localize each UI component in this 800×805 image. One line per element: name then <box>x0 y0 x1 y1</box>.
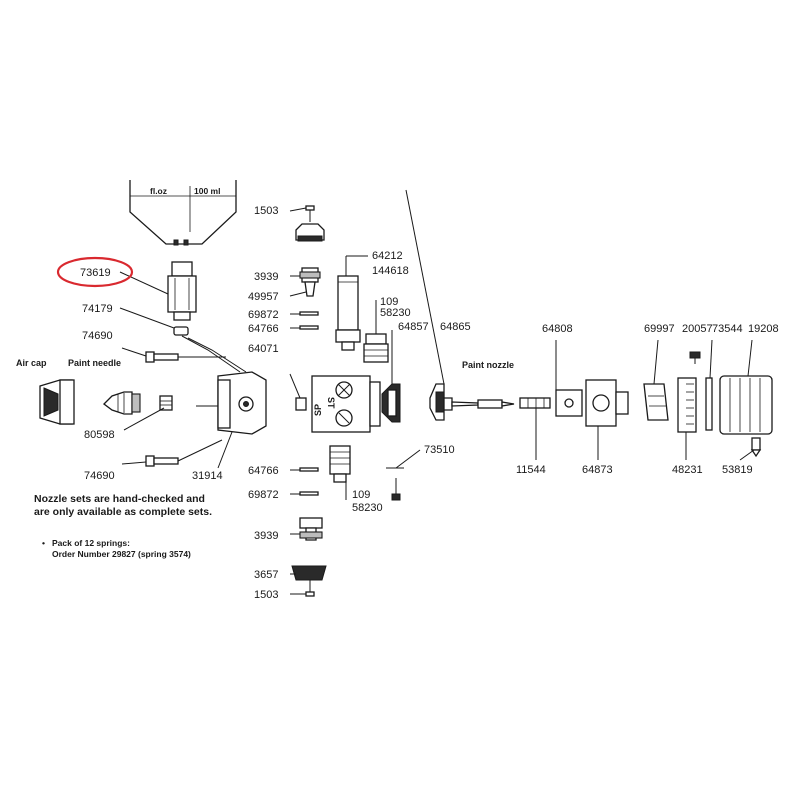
label-20057: 20057 <box>682 323 713 335</box>
label-64212: 64212 <box>372 250 403 262</box>
label-31914: 31914 <box>192 470 223 482</box>
note-bullet: • <box>42 538 45 548</box>
label-49957: 49957 <box>248 291 279 303</box>
label-1503-bottom: 1503 <box>254 589 278 601</box>
label-73510: 73510 <box>424 444 455 456</box>
part-80598-nut <box>159 395 173 411</box>
highlight-ellipse <box>56 256 134 288</box>
label-74690-bottom: 74690 <box>84 470 115 482</box>
part-31914-bracket <box>217 371 267 435</box>
caption-paint-needle: Paint needle <box>68 358 121 368</box>
part-number-labels: 73619 74179 74690 80598 74690 31914 1503… <box>80 205 779 601</box>
label-64766-top: 64766 <box>248 323 279 335</box>
label-3657: 3657 <box>254 569 278 581</box>
part-74690-top-screw <box>145 351 226 363</box>
leader-lines <box>119 189 755 595</box>
part-53819-pin <box>750 437 762 458</box>
label-64808: 64808 <box>542 323 573 335</box>
part-19208-adjuster-knob <box>719 375 773 435</box>
cup-ml-mark: 100 ml <box>194 186 220 196</box>
note-nozzle-sets-line1: Nozzle sets are hand-checked and <box>34 493 205 505</box>
part-73510-screw <box>386 467 404 501</box>
caption-air-cap: Air cap <box>16 358 47 368</box>
label-64071: 64071 <box>248 343 279 355</box>
cup-floz-mark: fl.oz <box>150 186 167 196</box>
label-53819: 53819 <box>722 464 753 476</box>
part-64071-plug <box>295 397 307 411</box>
label-3939-bottom: 3939 <box>254 530 278 542</box>
valve-body: ST SP <box>311 375 381 433</box>
part-73619-connector <box>167 261 197 321</box>
paint-cup: fl.oz 100 ml <box>129 180 237 246</box>
note-springs-line2: Order Number 29827 (spring 3574) <box>52 549 191 559</box>
upper-valve-stack <box>295 205 325 330</box>
part-69997-sleeve <box>643 383 669 421</box>
label-1503-top: 1503 <box>254 205 278 217</box>
part-64857-seal <box>381 383 401 423</box>
label-58230-bottom: 58230 <box>352 502 383 514</box>
label-74179: 74179 <box>82 303 113 315</box>
part-74690-bottom-screw <box>145 439 223 467</box>
label-19208: 19208 <box>748 323 779 335</box>
label-69872-top: 69872 <box>248 309 279 321</box>
part-73544-washer <box>705 377 713 431</box>
label-69997: 69997 <box>644 323 675 335</box>
label-58230-top: 58230 <box>380 307 411 319</box>
lower-valve-stack <box>291 467 327 597</box>
notes: Nozzle sets are hand-checked and are onl… <box>34 493 212 559</box>
label-80598: 80598 <box>84 429 115 441</box>
label-48231: 48231 <box>672 464 703 476</box>
part-64873-housing <box>585 379 629 427</box>
label-73544: 73544 <box>712 323 743 335</box>
label-109-bottom: 109 <box>352 489 370 501</box>
note-springs-line1: Pack of 12 springs: <box>52 538 130 548</box>
label-64857: 64857 <box>398 321 429 333</box>
part-48231-scale-ring <box>677 377 697 433</box>
label-69872-bottom: 69872 <box>248 489 279 501</box>
part-20057-screw <box>689 351 701 364</box>
part-11544-spring <box>519 397 551 409</box>
part-109-bottom-fitting <box>329 445 351 483</box>
label-64873: 64873 <box>582 464 613 476</box>
paint-needle-nozzle <box>103 391 141 415</box>
body-sp-mark: SP <box>313 404 323 416</box>
label-74690-top: 74690 <box>82 330 113 342</box>
part-144618-valve-stem <box>335 275 361 351</box>
label-64766-bottom: 64766 <box>248 465 279 477</box>
part-64808-needle-guide <box>555 389 583 417</box>
air-cap <box>39 379 75 425</box>
note-nozzle-sets-line2: are only available as complete sets. <box>34 506 212 518</box>
body-st-mark: ST <box>326 397 336 409</box>
part-64865-nozzle <box>429 383 515 421</box>
caption-paint-nozzle: Paint nozzle <box>462 360 514 370</box>
label-11544: 11544 <box>516 464 546 476</box>
label-144618: 144618 <box>372 265 409 277</box>
label-109-top: 109 <box>380 296 398 308</box>
label-3939-top: 3939 <box>254 271 278 283</box>
label-64865: 64865 <box>440 321 471 333</box>
part-74179-washer <box>173 326 189 336</box>
label-73619: 73619 <box>80 267 111 279</box>
part-109-top-fitting <box>363 333 389 363</box>
